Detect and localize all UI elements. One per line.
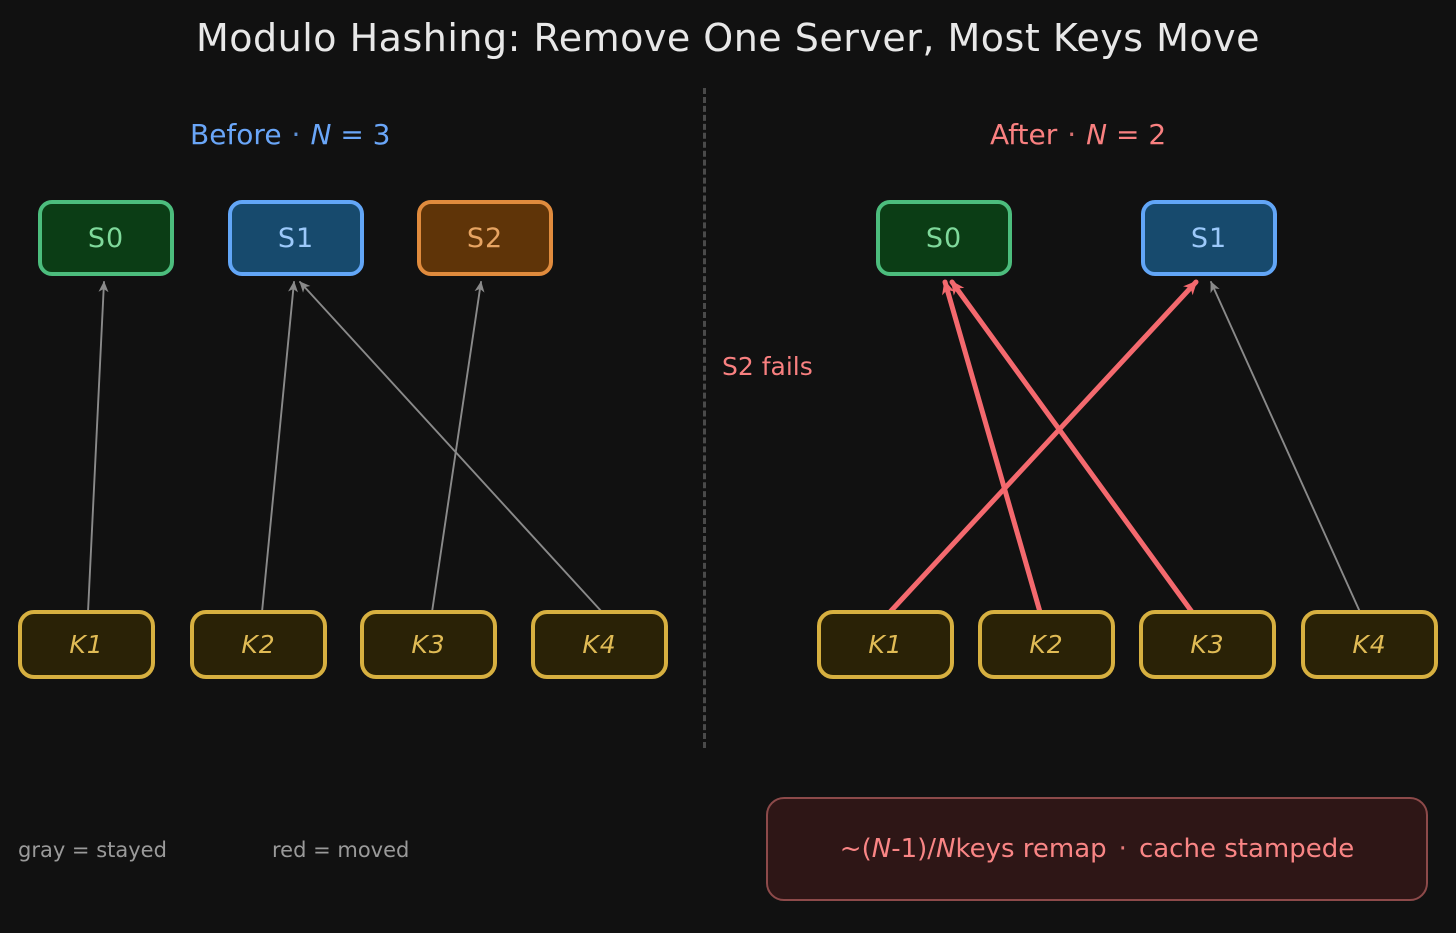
after-key-k3[interactable]: K3: [1139, 610, 1276, 679]
before-edge-k3-to-s2: [431, 281, 485, 613]
impact-callout: ~(N-1)/N keys remap·cache stampede: [766, 797, 1428, 901]
before-key-k3[interactable]: K3: [360, 610, 497, 679]
callout-mid: -1)/: [891, 834, 937, 864]
node-label: K4: [1352, 630, 1387, 659]
node-label: S1: [1190, 222, 1228, 254]
before-label-word: Before: [190, 118, 282, 151]
after-key-k1[interactable]: K1: [817, 610, 954, 679]
node-label: S0: [925, 222, 963, 254]
node-label: K2: [1029, 630, 1064, 659]
after-key-k2[interactable]: K2: [978, 610, 1115, 679]
before-n-value: = 3: [340, 118, 391, 151]
before-key-k2[interactable]: K2: [190, 610, 327, 679]
before-n-symbol: N: [310, 118, 332, 151]
legend-red-moved: red = moved: [272, 838, 410, 862]
before-key-k1[interactable]: K1: [18, 610, 155, 679]
before-edge-k2-to-s1: [261, 281, 299, 613]
before-edge-k1-to-s0: [87, 281, 109, 613]
callout-separator: ·: [1118, 834, 1127, 864]
after-edge-k4-to-s1: [1210, 281, 1361, 613]
after-n-value: = 2: [1116, 118, 1167, 151]
before-phase-label: Before · N = 3: [190, 118, 391, 151]
before-edge-k4-to-s1: [299, 281, 603, 613]
server-failure-note: S2 fails: [722, 352, 813, 381]
callout-n-symbol: N: [871, 834, 892, 864]
before-server-s2[interactable]: S2: [417, 200, 553, 276]
before-server-s0[interactable]: S0: [38, 200, 174, 276]
node-label: S1: [277, 222, 315, 254]
node-label: K3: [411, 630, 446, 659]
node-label: K2: [241, 630, 276, 659]
node-label: K1: [69, 630, 104, 659]
node-label: K4: [582, 630, 617, 659]
after-edge-k1-to-s1: [887, 279, 1199, 615]
after-n-symbol: N: [1086, 118, 1108, 151]
after-server-s0[interactable]: S0: [876, 200, 1012, 276]
before-key-k4[interactable]: K4: [531, 610, 668, 679]
callout-tail: cache stampede: [1138, 834, 1355, 864]
after-label-word: After: [990, 118, 1058, 151]
callout-n-symbol-2: N: [936, 834, 956, 864]
callout-prefix: ~(: [839, 834, 872, 864]
after-phase-label: After · N = 2: [990, 118, 1166, 151]
after-key-k4[interactable]: K4: [1301, 610, 1438, 679]
node-label: K1: [868, 630, 903, 659]
section-divider: [703, 88, 706, 748]
legend-gray-stayed: gray = stayed: [18, 838, 167, 862]
page-title: Modulo Hashing: Remove One Server, Most …: [195, 16, 1260, 60]
callout-suffix: keys remap: [955, 834, 1107, 864]
after-edge-k2-to-s0: [942, 279, 1043, 615]
node-label: S0: [87, 222, 125, 254]
node-label: K3: [1190, 630, 1225, 659]
after-separator: ·: [1067, 118, 1077, 151]
after-server-s1[interactable]: S1: [1141, 200, 1277, 276]
before-server-s1[interactable]: S1: [228, 200, 364, 276]
before-separator: ·: [291, 118, 301, 151]
node-label: S2: [466, 222, 504, 254]
after-edge-k3-to-s0: [949, 279, 1195, 615]
